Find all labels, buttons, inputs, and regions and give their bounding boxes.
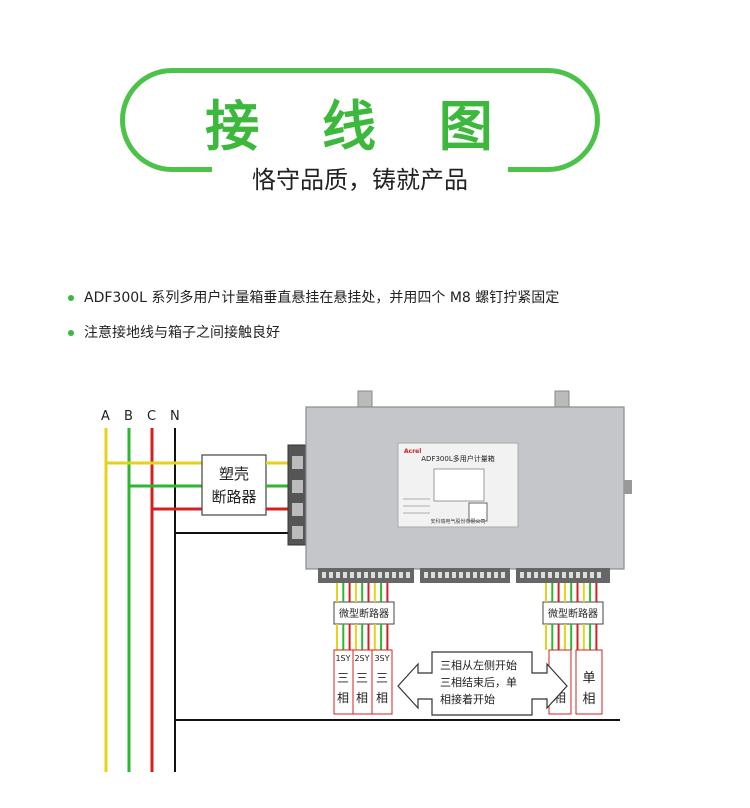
note-mounting: ADF300L 系列多用户计量箱垂直悬挂在悬挂处，并用四个 M8 螺钉拧紧固定 bbox=[68, 287, 559, 307]
arrow-note-line-1: 三相从左侧开始 bbox=[440, 658, 517, 672]
single-phase-char-1: 单 bbox=[582, 671, 595, 686]
phase-label-n: N bbox=[170, 409, 180, 424]
terminal-screw bbox=[445, 572, 449, 578]
brand-logo: Acrel bbox=[404, 448, 421, 455]
terminal-n bbox=[292, 526, 303, 539]
hanging-tab-right bbox=[554, 390, 570, 410]
arrow-note-line-2: 三相结束后，单 bbox=[440, 676, 517, 689]
terminal-screw bbox=[392, 572, 396, 578]
terminal-screw bbox=[350, 572, 354, 578]
terminal-screw bbox=[406, 572, 410, 578]
terminal-screw bbox=[583, 572, 587, 578]
mccb-label-2: 断路器 bbox=[211, 488, 256, 506]
terminal-screw bbox=[590, 572, 594, 578]
note-mounting-text: ADF300L 系列多用户计量箱垂直悬挂在悬挂处，并用四个 M8 螺钉拧紧固定 bbox=[84, 290, 560, 306]
terminal-c bbox=[292, 503, 303, 516]
terminal-screw bbox=[343, 572, 347, 578]
terminal-screws bbox=[322, 572, 601, 578]
group-1-char-2: 相 bbox=[337, 691, 349, 705]
right-mcb-label: 微型断路器 bbox=[548, 607, 598, 620]
arrow-note-line-3: 相接着开始 bbox=[440, 692, 495, 706]
terminal-screw bbox=[438, 572, 442, 578]
device-name: ADF300L多用户计量箱 bbox=[421, 454, 494, 463]
note-grounding: 注意接地线与箱子之间接触良好 bbox=[68, 322, 280, 342]
page-title: 接 线 图 bbox=[205, 95, 515, 158]
terminal-b bbox=[292, 480, 303, 493]
terminal-screw bbox=[534, 572, 538, 578]
group-2-char-1: 三 bbox=[356, 671, 368, 685]
group-3-char-2: 相 bbox=[376, 691, 388, 705]
terminal-screw bbox=[466, 572, 470, 578]
terminal-screw bbox=[597, 572, 601, 578]
terminal-screw bbox=[548, 572, 552, 578]
direction-arrow bbox=[397, 651, 568, 716]
qr-code bbox=[468, 502, 488, 522]
group-2-char-2: 相 bbox=[356, 691, 368, 705]
output-strip-middle bbox=[420, 568, 510, 583]
left-mcb-label: 微型断路器 bbox=[339, 607, 389, 620]
terminal-screw bbox=[385, 572, 389, 578]
terminal-screw bbox=[527, 572, 531, 578]
output-wires bbox=[336, 583, 598, 650]
group-box-3sy bbox=[371, 649, 393, 715]
hanging-tab-left bbox=[357, 390, 373, 410]
terminal-screw bbox=[494, 572, 498, 578]
terminal-screw bbox=[357, 572, 361, 578]
terminal-screw bbox=[501, 572, 505, 578]
group-label-2sy: 2SY bbox=[354, 654, 369, 663]
terminal-screw bbox=[424, 572, 428, 578]
group-3-char-1: 三 bbox=[376, 671, 388, 685]
terminal-screw bbox=[555, 572, 559, 578]
terminal-screw bbox=[452, 572, 456, 578]
terminal-screw bbox=[329, 572, 333, 578]
phase-label-c: C bbox=[147, 409, 156, 424]
lcd-window bbox=[433, 468, 485, 502]
terminal-screw bbox=[336, 572, 340, 578]
bullet-icon bbox=[68, 295, 74, 301]
device-maker: 安科瑞电气股份有限公司 bbox=[430, 518, 485, 525]
terminal-screw bbox=[364, 572, 368, 578]
terminal-screw bbox=[371, 572, 375, 578]
mccb-label-1: 塑壳 bbox=[219, 465, 249, 483]
terminal-screw bbox=[473, 572, 477, 578]
terminal-screw bbox=[576, 572, 580, 578]
terminal-screw bbox=[480, 572, 484, 578]
terminal-screw bbox=[322, 572, 326, 578]
terminal-screw bbox=[487, 572, 491, 578]
terminal-screw bbox=[431, 572, 435, 578]
page-subtitle: 恪守品质，铸就产品 bbox=[252, 166, 468, 194]
group-label-3sy: 3SY bbox=[374, 654, 389, 663]
mccb-box bbox=[201, 454, 267, 516]
right-group-single-phase bbox=[575, 649, 603, 715]
terminal-screw bbox=[569, 572, 573, 578]
terminal-screw bbox=[520, 572, 524, 578]
banner-gap bbox=[212, 160, 508, 180]
right-mcb-box bbox=[542, 601, 604, 625]
terminal-screw bbox=[399, 572, 403, 578]
single-phase-char-2: 相 bbox=[582, 692, 595, 707]
group-1-char-1: 三 bbox=[337, 671, 349, 685]
terminal-screw bbox=[378, 572, 382, 578]
terminal-a bbox=[292, 456, 303, 469]
phase-label-a: A bbox=[101, 409, 110, 424]
terminal-screw bbox=[541, 572, 545, 578]
side-knob bbox=[624, 480, 632, 494]
terminal-screw bbox=[459, 572, 463, 578]
terminal-screw bbox=[562, 572, 566, 578]
note-grounding-text: 注意接地线与箱子之间接触良好 bbox=[84, 325, 280, 341]
left-mcb-box bbox=[333, 601, 395, 625]
bullet-icon bbox=[68, 330, 74, 336]
phase-label-b: B bbox=[124, 409, 133, 424]
group-label-1sy: 1SY bbox=[335, 654, 350, 663]
